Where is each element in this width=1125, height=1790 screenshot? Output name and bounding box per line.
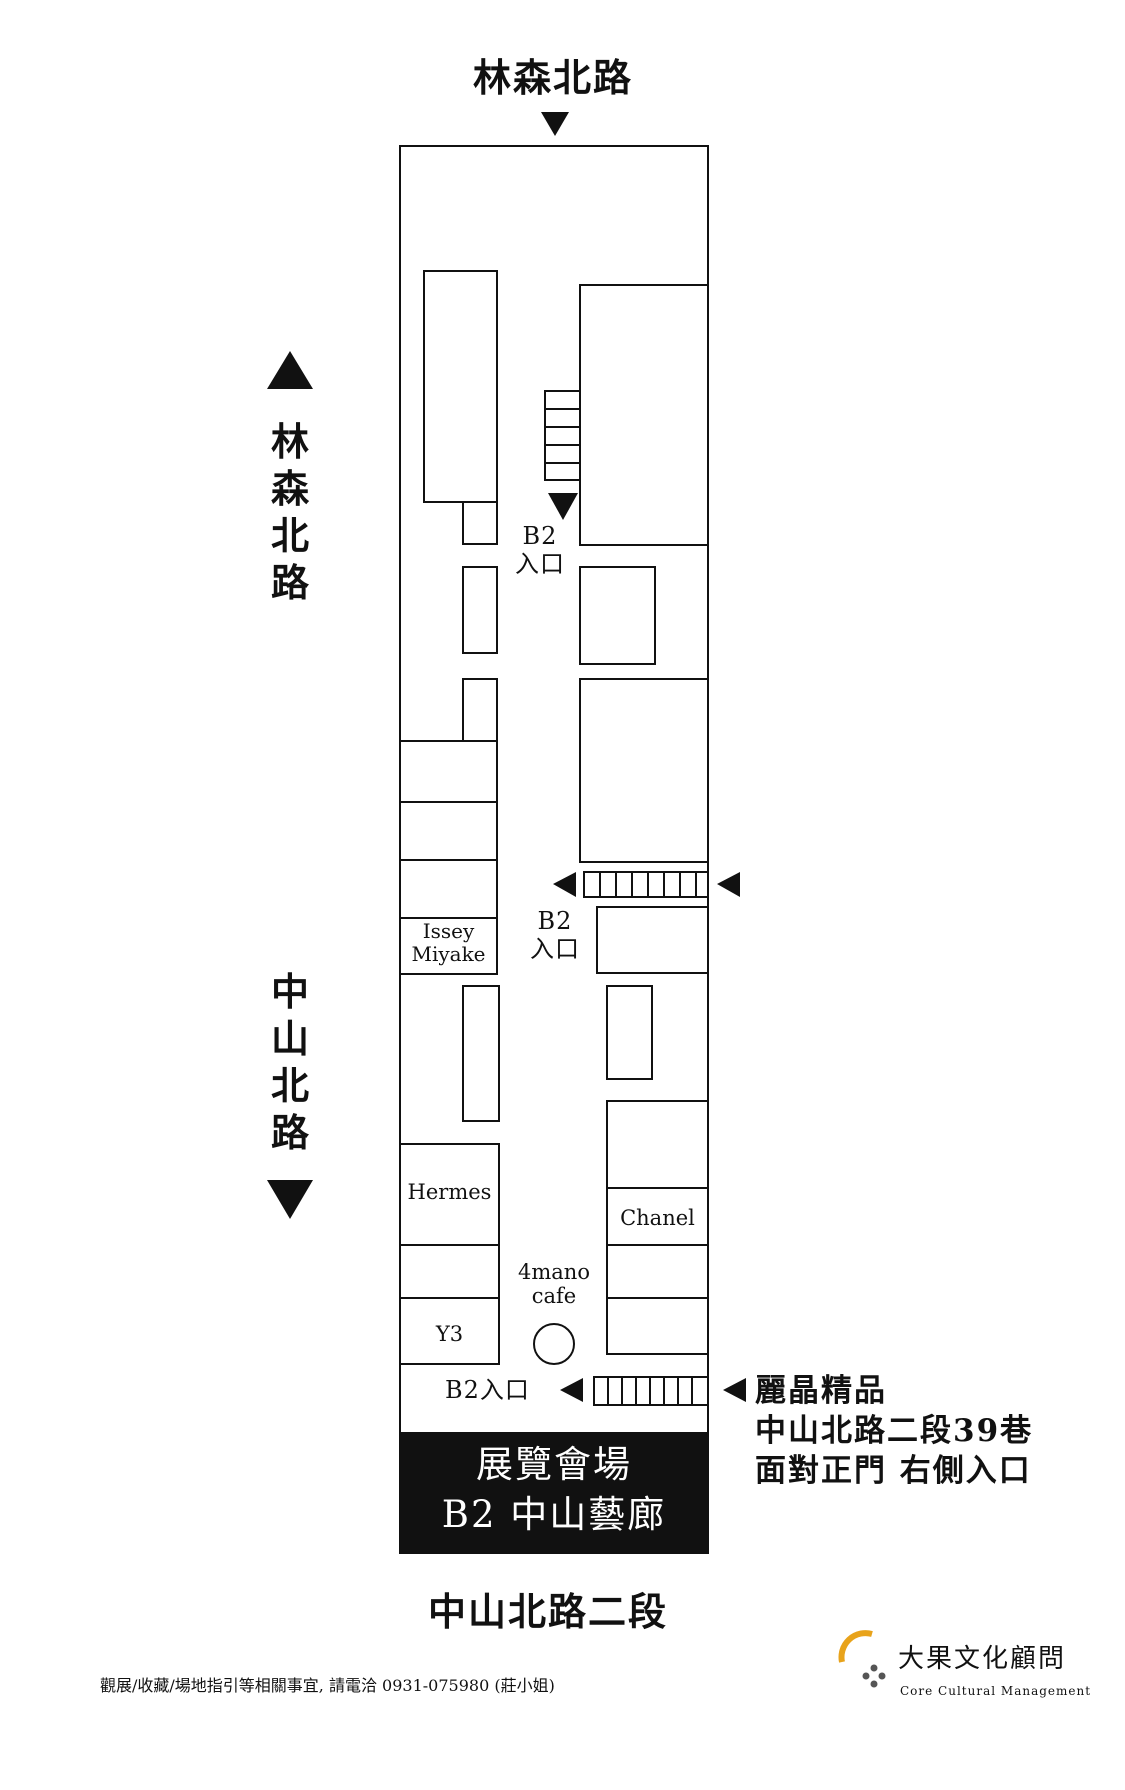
- stairs-middle: [583, 871, 709, 898]
- arrow-up-icon: [267, 351, 313, 389]
- shop-block: [399, 740, 498, 803]
- arrow-left-icon: [553, 872, 576, 897]
- arrow-left-icon: [560, 1378, 583, 1402]
- entrance-label-middle: B2 入口: [530, 907, 580, 963]
- venue-label: 展覽會場 B2 中山藝廊: [400, 1432, 708, 1553]
- shop-block: [606, 1100, 709, 1189]
- shop-block: [579, 284, 709, 546]
- shop-block: [462, 985, 500, 1122]
- road-label-bottom: 中山北路二段: [428, 1589, 669, 1634]
- shop-label-hermes: Hermes: [407, 1180, 492, 1204]
- directions-line-2: 中山北路二段39巷: [755, 1413, 1034, 1449]
- directions-line-1: 麗晶精品: [755, 1373, 887, 1409]
- shop-issey-miyake: [399, 917, 498, 975]
- shop-block: [462, 501, 498, 545]
- shop-block: [462, 678, 498, 742]
- shop-y3: [399, 1297, 500, 1365]
- cafe-label: 4mano cafe: [518, 1260, 590, 1309]
- entrance-label-upper: B2 入口: [515, 522, 565, 578]
- venue-line-1: 展覽會場: [476, 1443, 632, 1486]
- road-label-left-lower: 中山北路: [260, 968, 320, 1156]
- shop-block: [399, 801, 498, 861]
- cafe-marker: [533, 1323, 575, 1365]
- arrow-left-icon: [723, 1378, 746, 1402]
- shop-block: [399, 1244, 500, 1299]
- shop-block: [462, 566, 498, 654]
- shop-label-issey-miyake: Issey Miyake: [411, 919, 486, 966]
- arrow-down-icon: [541, 112, 569, 136]
- logo-mark-icon: [838, 1630, 886, 1688]
- venue-line-2: B2 中山藝廊: [441, 1493, 667, 1536]
- shop-label-chanel: Chanel: [620, 1206, 695, 1230]
- directions-line-3: 面對正門 右側入口: [755, 1453, 1032, 1489]
- shop-block: [606, 1297, 709, 1355]
- shop-block: [606, 985, 653, 1080]
- road-label-left-upper: 林森北路: [260, 418, 320, 606]
- entrance-label-lower: B2入口: [445, 1376, 530, 1404]
- road-label-top: 林森北路: [473, 55, 634, 100]
- shop-block: [606, 1244, 709, 1299]
- stairs-upper: [544, 390, 581, 481]
- shop-block: [579, 566, 656, 665]
- shop-block: [596, 906, 709, 974]
- arrow-down-icon: [548, 493, 578, 520]
- arrow-left-icon: [717, 872, 740, 897]
- logo-name-en: Core Cultural Management: [900, 1684, 1092, 1698]
- contact-note: 觀展/收藏/場地指引等相關事宜, 請電洽 0931-075980 (莊小姐): [100, 1676, 555, 1695]
- shop-block: [399, 859, 498, 919]
- road-text: 林森北路: [270, 419, 309, 605]
- shop-block: [579, 678, 709, 863]
- shop-block: [423, 270, 498, 503]
- road-text: 中山北路: [270, 969, 309, 1155]
- logo-name: 大果文化顧問: [898, 1644, 1067, 1674]
- shop-label-y3: Y3: [435, 1322, 464, 1346]
- arrow-down-icon: [267, 1180, 313, 1219]
